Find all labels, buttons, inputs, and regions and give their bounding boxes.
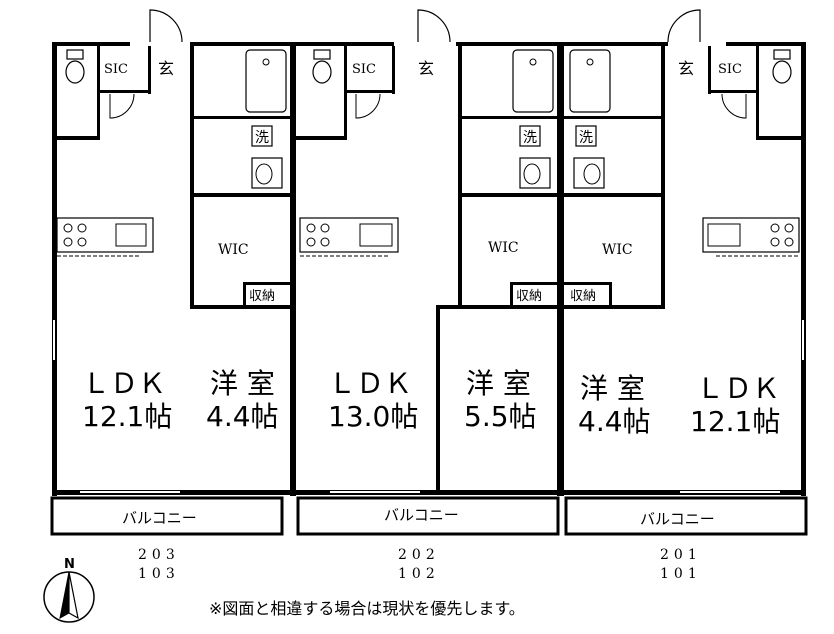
balcony <box>50 496 284 536</box>
balcony-label: バルコニー <box>384 506 459 524</box>
wic-label: WIC <box>602 242 633 258</box>
washbasin-icon <box>251 157 283 189</box>
unit-number-upper: 201 <box>660 547 702 563</box>
unit-number-lower: 101 <box>660 566 702 582</box>
disclaimer-note: ※図面と相違する場合は現状を優先します。 <box>209 599 525 618</box>
balcony-label: バルコニー <box>640 510 715 528</box>
toilet-icon <box>312 60 332 84</box>
kitchen-counter <box>56 217 154 253</box>
sic-label: SIC <box>104 62 128 77</box>
unit-202: SIC 玄 洗 WIC 収納 ＬＤＫ 13.0帖 洋 室 5.5帖 バルコニー … <box>296 9 564 582</box>
wash-label: 洗 <box>579 130 593 146</box>
unit-number-upper: 202 <box>398 547 440 563</box>
kitchen-counter <box>299 217 399 253</box>
room-label: 洋 室 <box>580 372 645 405</box>
unit-number-upper: 203 <box>138 547 180 563</box>
room-label: 洋 室 <box>466 367 531 400</box>
genkan-label: 玄 <box>678 59 694 78</box>
sic-label: SIC <box>718 62 742 77</box>
wash-label: 洗 <box>255 130 269 146</box>
unit-203: SIC 玄 洗 WIC 収納 ＬＤＫ 12.1帖 洋 室 4.4帖 バルコニー … <box>50 9 296 582</box>
balcony-label: バルコニー <box>122 509 197 527</box>
unit-number-lower: 102 <box>398 566 440 582</box>
room-size: 5.5帖 <box>464 400 537 433</box>
kitchen-counter <box>702 217 800 253</box>
storage-label: 収納 <box>516 289 542 304</box>
wic-label: WIC <box>488 240 519 256</box>
balcony <box>296 496 560 536</box>
toilet-icon <box>772 60 792 84</box>
bathtub-icon <box>245 49 287 113</box>
unit-201: SIC 玄 洗 WIC 収納 ＬＤＫ 12.1帖 洋 室 4.4帖 バルコニー … <box>564 9 808 582</box>
ldk-label: ＬＤＫ <box>328 367 412 400</box>
ldk-label: ＬＤＫ <box>82 367 166 400</box>
toilet-icon <box>65 60 85 84</box>
ldk-label: ＬＤＫ <box>696 372 780 405</box>
room-size: 4.4帖 <box>578 405 651 438</box>
sic-label: SIC <box>352 62 376 77</box>
room-label: 洋 室 <box>210 367 275 400</box>
wash-label: 洗 <box>523 130 537 146</box>
genkan-label: 玄 <box>158 59 174 78</box>
washbasin-icon <box>573 157 605 189</box>
bathtub-icon <box>512 49 554 113</box>
balcony <box>564 496 808 536</box>
north-label: N <box>64 557 75 572</box>
wic-label: WIC <box>218 242 249 258</box>
bathtub-icon <box>569 49 611 113</box>
storage-label: 収納 <box>249 289 275 304</box>
unit-number-lower: 103 <box>138 566 180 582</box>
genkan-label: 玄 <box>418 59 434 78</box>
room-size: 4.4帖 <box>206 400 279 433</box>
ldk-size: 13.0帖 <box>328 400 418 433</box>
storage-label: 収納 <box>570 289 596 304</box>
ldk-size: 12.1帖 <box>82 400 172 433</box>
north-arrow-icon: N <box>43 557 95 623</box>
washbasin-icon <box>519 157 551 189</box>
ldk-size: 12.1帖 <box>690 405 780 438</box>
